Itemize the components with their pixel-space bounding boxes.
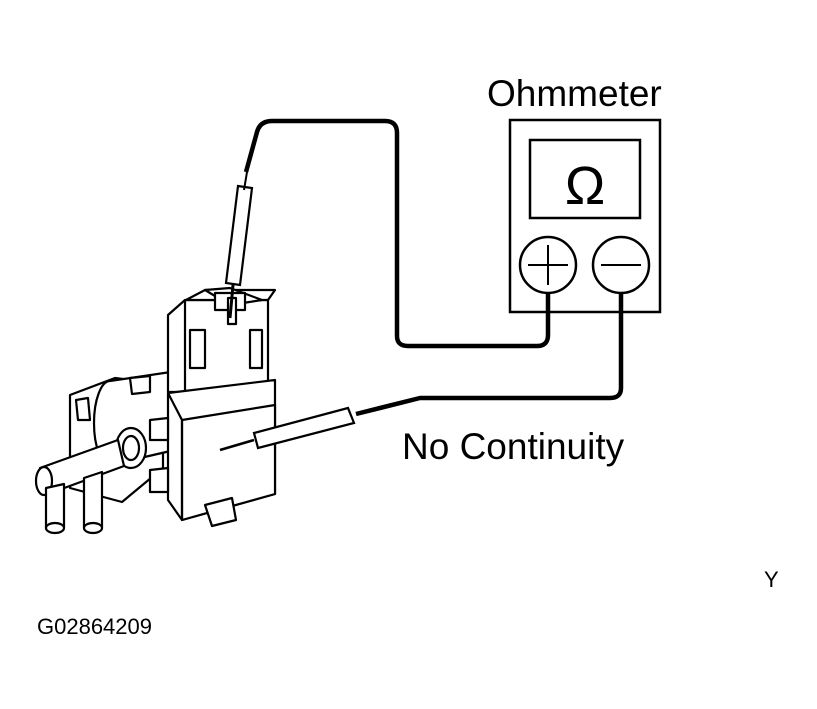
- negative-lead-wire: [355, 293, 624, 417]
- ohmmeter-display: [528, 138, 642, 220]
- ohm-symbol-icon: Ω: [565, 156, 605, 216]
- positive-lead-wire: [243, 118, 551, 349]
- figure-code: G02864209: [37, 614, 152, 639]
- vacuum-switching-valve: [34, 286, 277, 535]
- positive-test-probe: [224, 171, 254, 319]
- negative-terminal-icon: [591, 235, 651, 295]
- ohmmeter: Ω: [508, 118, 662, 314]
- ohmmeter-label: Ohmmeter: [487, 73, 662, 114]
- ohmmeter-case: [508, 118, 662, 314]
- negative-test-probe: [219, 406, 356, 452]
- positive-terminal-icon: [518, 235, 578, 295]
- corner-letter: Y: [764, 567, 779, 592]
- result-label: No Continuity: [402, 426, 625, 467]
